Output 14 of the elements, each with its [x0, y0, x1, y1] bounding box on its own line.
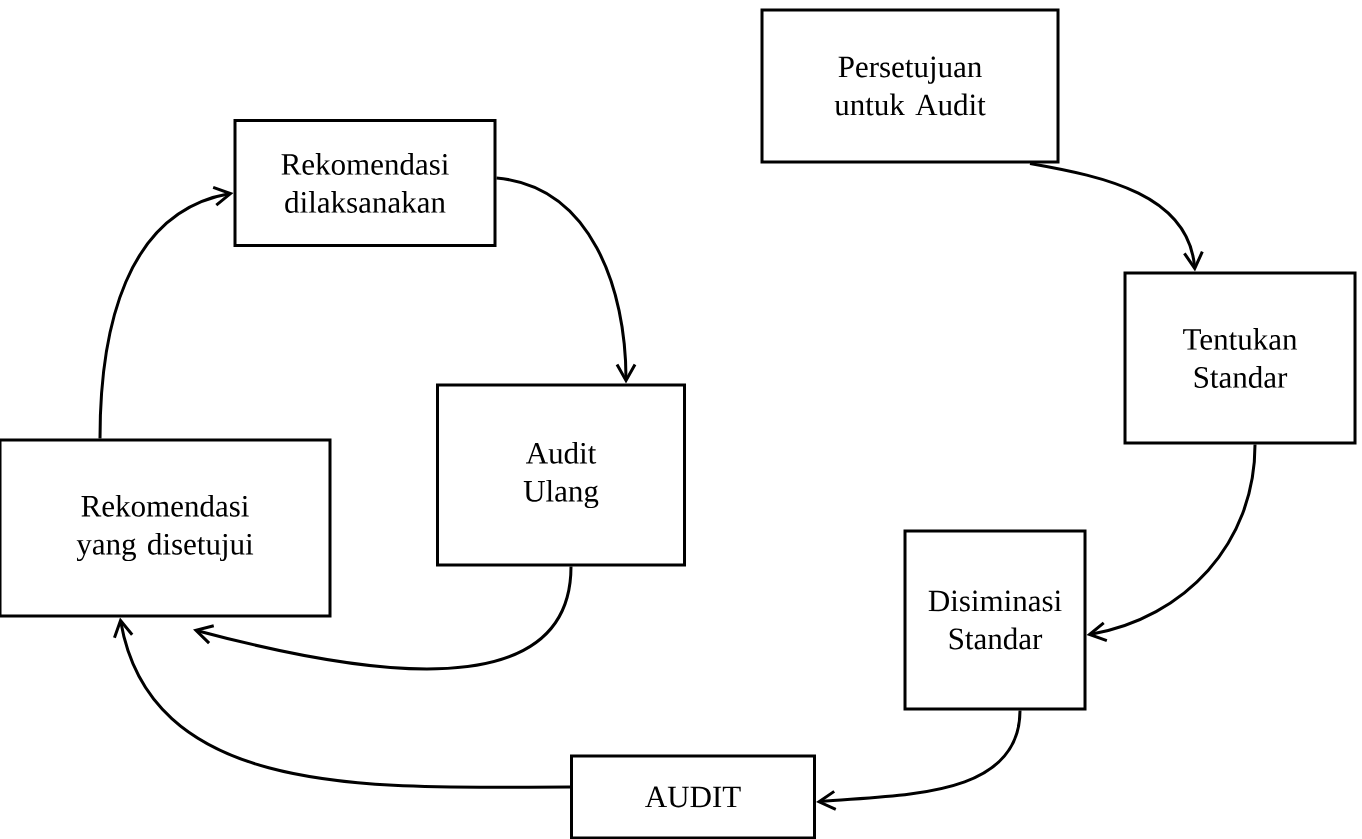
- process-box: Persetujuan untuk Audit: [760, 8, 1060, 164]
- arrow: [816, 710, 1022, 811]
- process-box: Audit Ulang: [436, 383, 686, 567]
- arrow: [98, 186, 234, 439]
- process-box: Rekomendasi dilaksanakan: [233, 119, 497, 247]
- process-box: Tentukan Standar: [1123, 271, 1357, 445]
- arrow: [496, 176, 637, 384]
- arrow: [113, 617, 570, 789]
- arrow: [1086, 444, 1257, 642]
- arrow: [1029, 162, 1204, 272]
- process-box: Disiminasi Standar: [903, 529, 1087, 711]
- process-box: Rekomendasi yang disetujui: [0, 438, 332, 618]
- process-box: AUDIT: [570, 754, 816, 839]
- arrow: [193, 566, 573, 671]
